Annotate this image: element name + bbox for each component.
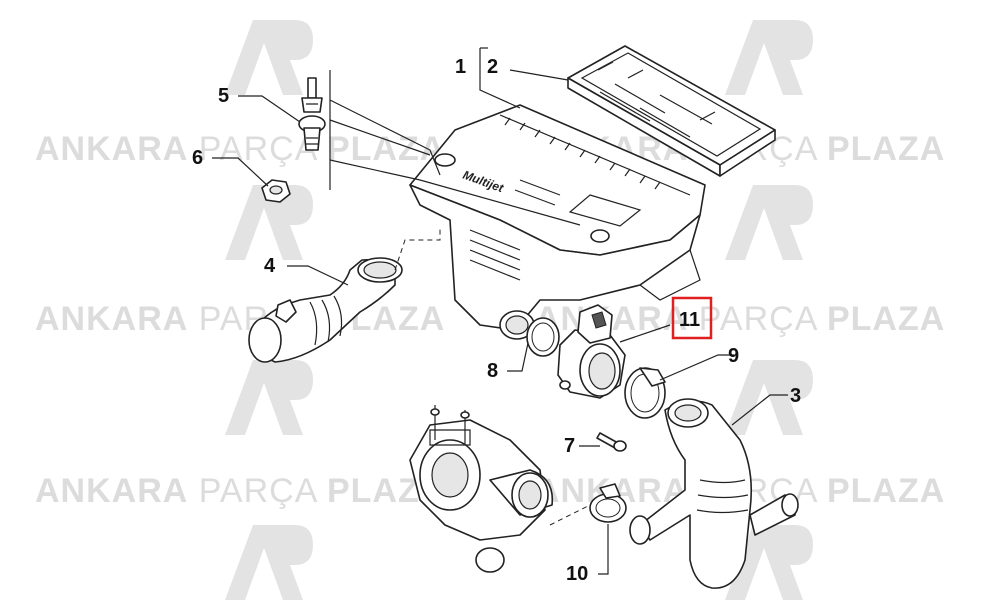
- watermark-logo-icon: [725, 185, 813, 260]
- intake-hose[interactable]: [248, 257, 403, 363]
- dashed-connection: [394, 228, 441, 271]
- turbocharger: [409, 405, 554, 573]
- stud-bolt[interactable]: [298, 77, 326, 151]
- hose-clamp-large[interactable]: [624, 367, 666, 419]
- callout-3: 3: [790, 385, 801, 407]
- watermark-logo-icon: [225, 20, 313, 95]
- callout-7: 7: [564, 435, 575, 457]
- callout-6: 6: [192, 147, 203, 169]
- watermark-logo-icon: [725, 525, 813, 600]
- watermark-text: ANKARA PARÇA PLAZA: [35, 300, 445, 338]
- hose-clamp-small[interactable]: [589, 483, 627, 523]
- gasket-ring[interactable]: [526, 317, 560, 357]
- callout-5: 5: [218, 85, 229, 107]
- air-flow-meter[interactable]: [557, 304, 626, 399]
- callout-10: 10: [566, 563, 588, 585]
- highlight-box-11: [671, 296, 713, 340]
- watermark-texts: ANKARA PARÇA PLAZA ANKARA PARÇA PLAZA AN…: [35, 130, 944, 510]
- watermark-logo-icon: [725, 360, 813, 435]
- callout-8: 8: [487, 360, 498, 382]
- air-filter-element[interactable]: [567, 45, 776, 177]
- watermark-logo-icon: [225, 525, 313, 600]
- watermark-text: ANKARA PARÇA PLAZA: [35, 472, 445, 510]
- screw[interactable]: [596, 432, 627, 452]
- callout-4: 4: [264, 255, 276, 277]
- callout-2: 2: [487, 56, 498, 78]
- dashed-connection: [549, 504, 591, 526]
- watermark-logo-icon: [725, 20, 813, 95]
- callout-1: 1: [455, 56, 466, 78]
- watermark-logo-icon: [225, 360, 313, 435]
- callout-9: 9: [728, 345, 739, 367]
- callout-11: 11: [679, 309, 700, 331]
- nut[interactable]: [261, 179, 291, 203]
- watermark-text: ANKARA PARÇA PLAZA: [35, 130, 445, 168]
- intercooler-duct[interactable]: [629, 398, 799, 589]
- leader-lines: [212, 47, 788, 575]
- watermark-logos: [225, 20, 813, 600]
- air-box-housing[interactable]: Multijet: [409, 104, 706, 340]
